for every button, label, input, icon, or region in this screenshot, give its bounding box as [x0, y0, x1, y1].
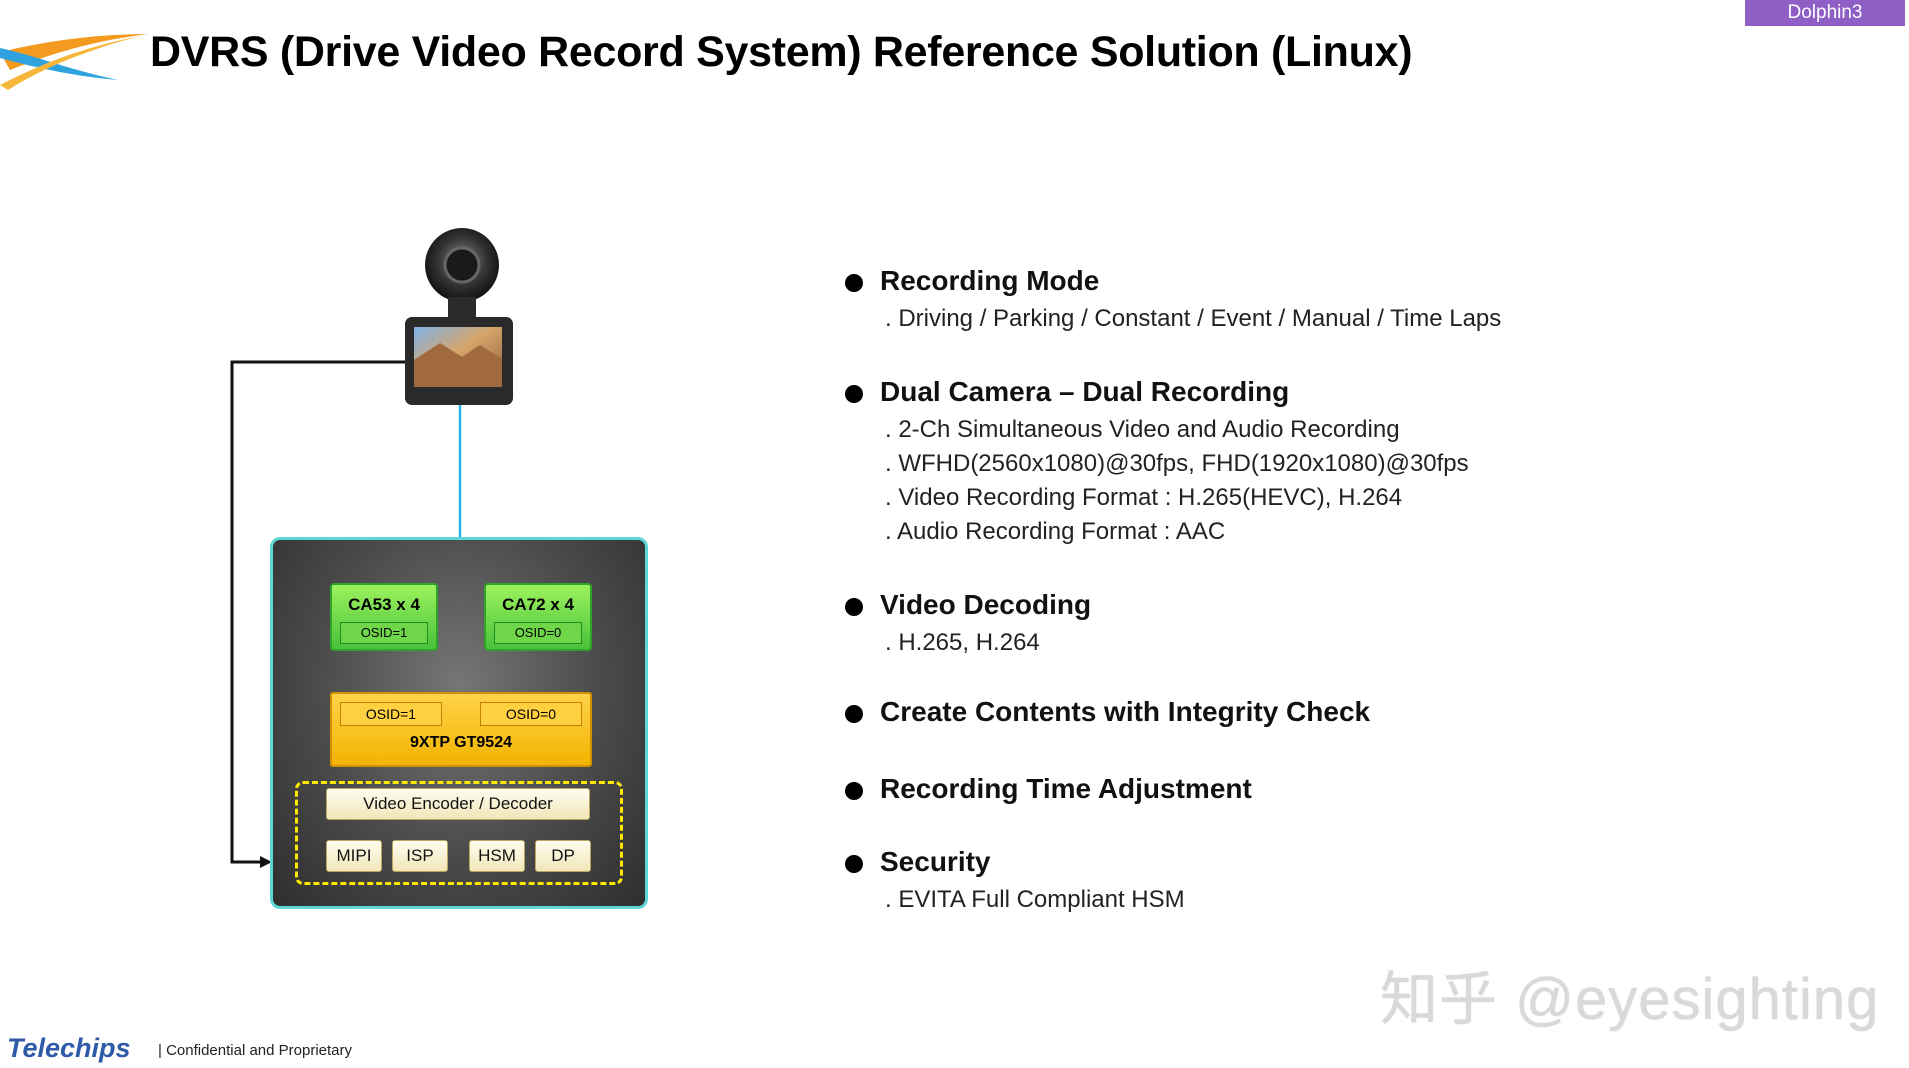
gpu-osid-right: OSID=0 [480, 702, 582, 726]
feature-title: Security [880, 846, 991, 877]
system-diagram: CA53 x 4 OSID=1 CA72 x 4 OSID=0 OSID=1 O… [0, 0, 700, 1000]
feature-detail: . Audio Recording Format : AAC [885, 518, 1226, 545]
feature-detail: . H.265, H.264 [885, 629, 1040, 656]
gpu-block: OSID=1 OSID=0 9XTP GT9524 [330, 692, 592, 767]
ip-mipi: MIPI [326, 840, 382, 872]
bullet-icon [845, 782, 863, 800]
bullet-icon [845, 598, 863, 616]
cpu-osid: OSID=0 [494, 622, 582, 644]
cpu-ca53: CA53 x 4 OSID=1 [330, 583, 438, 651]
footer-note: | Confidential and Proprietary [158, 1042, 353, 1059]
slide-title: DVRS (Drive Video Record System) Referen… [150, 28, 1413, 76]
cpu-name: CA72 x 4 [502, 595, 574, 614]
multimedia-box [295, 781, 623, 885]
bullet-icon [845, 705, 863, 723]
version-tag: Dolphin3 [1745, 0, 1905, 26]
video-codec-block: Video Encoder / Decoder [326, 788, 590, 820]
brand-swoosh-icon [0, 34, 148, 90]
watermark: 知乎 @eyesighting [1380, 967, 1880, 1032]
feature-detail: . 2-Ch Simultaneous Video and Audio Reco… [885, 416, 1400, 443]
ip-dp: DP [535, 840, 591, 872]
feature-detail: . EVITA Full Compliant HSM [885, 886, 1185, 913]
cpu-osid: OSID=1 [340, 622, 428, 644]
feature-title: Dual Camera – Dual Recording [880, 376, 1290, 407]
bullet-icon [845, 855, 863, 873]
feature-detail: . Video Recording Format : H.265(HEVC), … [885, 484, 1403, 511]
bullet-icon [845, 385, 863, 403]
ip-isp: ISP [392, 840, 448, 872]
feature-detail: . WFHD(2560x1080)@30fps, FHD(1920x1080)@… [885, 450, 1469, 477]
gpu-osid-left: OSID=1 [340, 702, 442, 726]
cpu-ca72: CA72 x 4 OSID=0 [484, 583, 592, 651]
cpu-name: CA53 x 4 [348, 595, 420, 614]
gpu-name: 9XTP GT9524 [410, 734, 512, 751]
bullet-icon [845, 274, 863, 292]
feature-title: Video Decoding [880, 589, 1092, 620]
feature-title: Recording Mode [880, 265, 1100, 296]
dashcam-icon [405, 228, 513, 405]
feature-title: Recording Time Adjustment [880, 773, 1252, 804]
ip-hsm: HSM [469, 840, 525, 872]
feature-detail: . Driving / Parking / Constant / Event /… [885, 305, 1502, 332]
footer-brand-logo: Telechips [7, 1033, 131, 1063]
feature-title: Create Contents with Integrity Check [880, 696, 1371, 727]
